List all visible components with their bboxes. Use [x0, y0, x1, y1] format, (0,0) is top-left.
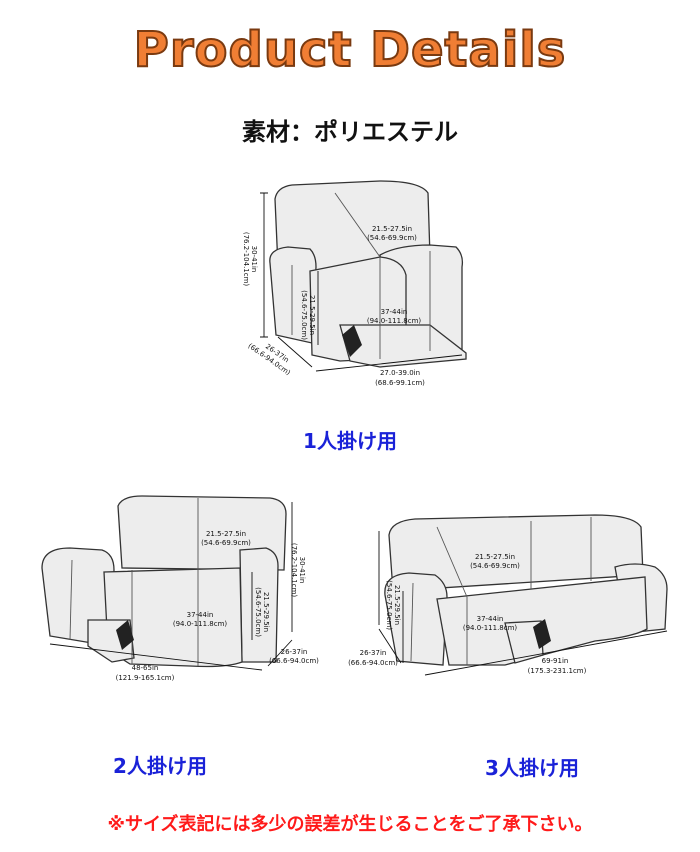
sofa-caption: 3人掛け用: [485, 756, 579, 780]
sofa-diagram: 21.5-27.5in (54.6-69.9cm) 21.5-29.5in (5…: [348, 514, 668, 676]
loveseat-width-label: 48-65in: [132, 664, 159, 672]
single-height-label: 30-41in: [250, 246, 258, 273]
sofa-seat-length-metric: (94.0-111.8cm): [463, 624, 518, 632]
loveseat-back-label: 21.5-27.5in: [206, 530, 246, 538]
loveseat-height-label: 30-41in: [298, 557, 306, 584]
single-width-label: 27.0-39.0in: [380, 369, 420, 377]
single-recliner-drawing: [269, 180, 467, 368]
sofa-seat-length-label: 37-44in: [477, 615, 504, 623]
sofa-dimension-labels: 21.5-27.5in (54.6-69.9cm) 21.5-29.5in (5…: [348, 553, 587, 675]
loveseat-back-metric: (54.6-69.9cm): [201, 539, 251, 547]
single-seat-height-label: 21.5-29.5in: [308, 295, 316, 335]
sofa-drawing: [384, 514, 668, 666]
loveseat-width-metric: (121.9-165.1cm): [116, 674, 175, 682]
single-seat-length-label: 37-44in: [381, 308, 408, 316]
single-width-metric: (68.6-99.1cm): [375, 379, 425, 387]
single-recliner-diagram: 30-41in (76.2-104.1cm) 21.5-27.5in (54.6…: [242, 180, 467, 387]
material-label: 素材：ポリエステル: [242, 118, 458, 146]
loveseat-dimension-labels: 30-41in (76.2-104.1cm) 21.5-27.5in (54.6…: [116, 530, 320, 682]
single-back-label: 21.5-27.5in: [372, 225, 412, 233]
sofa-seat-height-label: 21.5-29.5in: [393, 585, 401, 625]
loveseat-drawing: [41, 495, 287, 668]
sofa-back-metric: (54.6-69.9cm): [470, 562, 520, 570]
loveseat-height-metric: (76.2-104.1cm): [290, 543, 298, 598]
loveseat-depth-label: 26-37in: [281, 648, 308, 656]
single-dimension-lines: [260, 192, 463, 372]
sofa-depth-metric: (66.6-94.0cm): [348, 659, 398, 667]
page-title: Product Details: [133, 21, 567, 79]
size-disclaimer: ※サイズ表記には多少の誤差が生じることをご了承下さい。: [107, 814, 593, 835]
loveseat-caption: 2人掛け用: [113, 754, 207, 778]
sofa-depth-label: 26-37in: [360, 649, 387, 657]
loveseat-seat-height-label: 21.5-29.5in: [262, 592, 270, 632]
sofa-width-label: 69-91in: [542, 657, 569, 665]
loveseat-dimension-lines: [49, 502, 293, 671]
loveseat-depth-metric: (66.6-94.0cm): [269, 657, 319, 665]
single-back-metric: (54.6-69.9cm): [367, 234, 417, 242]
single-seat-length-metric: (94.0-111.8cm): [367, 317, 422, 325]
sofa-back-label: 21.5-27.5in: [475, 553, 515, 561]
loveseat-seat-height-metric: (54.6-75.0cm): [254, 587, 262, 637]
loveseat-diagram: 30-41in (76.2-104.1cm) 21.5-27.5in (54.6…: [41, 495, 320, 682]
single-seat-height-metric: (54.6-75.0cm): [300, 290, 308, 340]
sofa-dimension-lines: [378, 531, 668, 676]
single-caption: 1人掛け用: [303, 429, 397, 453]
loveseat-seat-length-metric: (94.0-111.8cm): [173, 620, 228, 628]
sofa-seat-height-metric: (54.6-75.0cm): [385, 580, 393, 630]
loveseat-seat-length-label: 37-44in: [187, 611, 214, 619]
single-height-metric: (76.2-104.1cm): [242, 232, 250, 287]
sofa-width-metric: (175.3-231.1cm): [528, 667, 587, 675]
